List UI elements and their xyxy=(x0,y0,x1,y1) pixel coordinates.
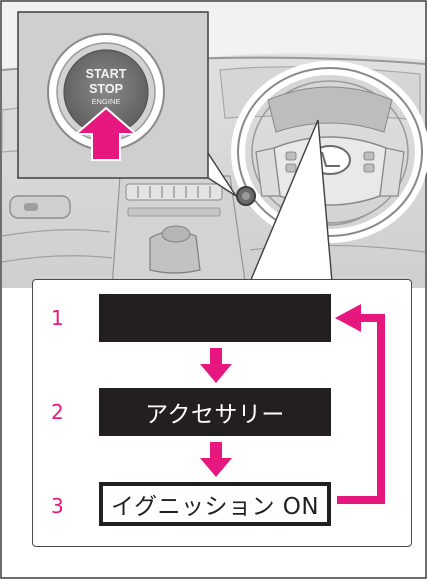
button-label-engine: ENGINE xyxy=(92,97,121,106)
step-number-1: 1 xyxy=(51,306,64,330)
mode-box-accessory: アクセサリー xyxy=(99,388,331,436)
press-arrow-icon xyxy=(73,106,139,161)
down-arrow-icon xyxy=(200,348,232,383)
power-mode-panel: 1 2 アクセサリー 3 イグニッション ON xyxy=(32,279,412,547)
button-label-start: START xyxy=(86,67,127,81)
mode-box-ignition-on: イグニッション ON xyxy=(99,482,331,526)
button-label-stop: STOP xyxy=(89,82,123,96)
step-number-2: 2 xyxy=(51,400,64,424)
down-arrow-icon xyxy=(200,442,232,477)
mode-box-off xyxy=(99,294,331,342)
step-number-3: 3 xyxy=(51,494,64,518)
return-arrow-icon xyxy=(335,304,385,504)
steering-wheel xyxy=(231,61,427,243)
